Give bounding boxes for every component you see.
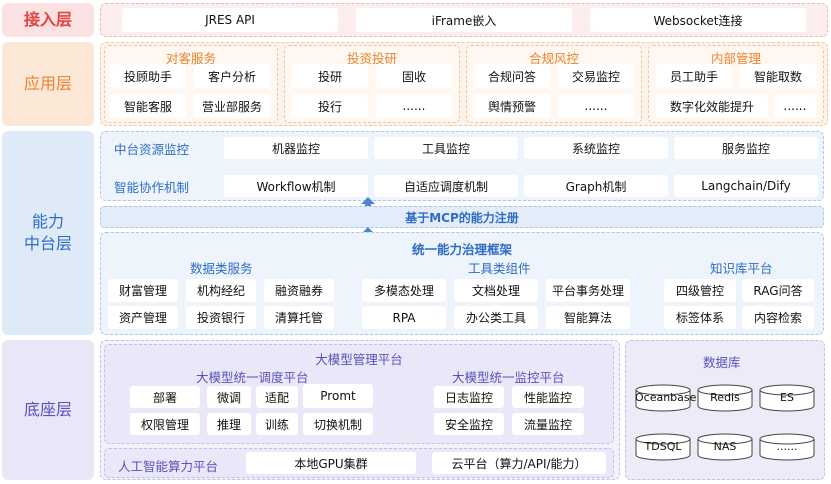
data-service-item: 融资融券 bbox=[264, 279, 334, 302]
knowledge-item: 标签体系 bbox=[664, 306, 736, 329]
monitoring-item: 日志监控 bbox=[434, 386, 504, 408]
monitoring-item: 流量监控 bbox=[512, 413, 584, 435]
monitor-item: 工具监控 bbox=[374, 137, 518, 159]
collab-item: Graph机制 bbox=[524, 175, 668, 197]
app-item: 固收 bbox=[376, 64, 452, 88]
app-item: ...... bbox=[774, 94, 816, 118]
up-arrow-icon bbox=[361, 197, 375, 211]
database-item: NAS bbox=[713, 440, 737, 453]
app-item: 营业部服务 bbox=[194, 94, 270, 118]
tool-component-item: 平台事务处理 bbox=[546, 279, 630, 302]
monitor-title: 中台资源监控 bbox=[114, 142, 190, 157]
app-group-title: 内部管理 bbox=[710, 51, 761, 66]
app-group-title: 投资投研 bbox=[346, 51, 397, 66]
scheduling-item: 微调 bbox=[207, 386, 251, 408]
monitor-item: 系统监控 bbox=[524, 137, 668, 159]
scheduling-item: 权限管理 bbox=[130, 413, 200, 435]
app-item: 员工助手 bbox=[656, 64, 732, 88]
scheduling-item: 适配 bbox=[256, 386, 298, 408]
database-item: ES bbox=[780, 391, 794, 404]
collab-item: Langchain/Dify bbox=[674, 175, 818, 197]
access-item-iframe: iFrame嵌入 bbox=[356, 8, 572, 32]
app-item: ...... bbox=[558, 94, 634, 118]
scheduling-item: 部署 bbox=[130, 386, 200, 408]
access-item-jres-api: JRES API bbox=[122, 8, 338, 32]
monitor-item: 机器监控 bbox=[224, 137, 368, 159]
data-services-title: 数据类服务 bbox=[190, 261, 253, 276]
app-item: ...... bbox=[376, 94, 452, 118]
app-item: 投顾助手 bbox=[110, 64, 186, 88]
database-cylinder: Oceanbase bbox=[635, 384, 697, 412]
database-item: Redis bbox=[710, 391, 740, 404]
app-item: 数字化效能提升 bbox=[656, 94, 768, 118]
app-item: 智能客服 bbox=[110, 94, 186, 118]
data-service-item: 投资银行 bbox=[186, 306, 256, 329]
scheduling-item: 切换机制 bbox=[303, 413, 373, 435]
scheduling-title: 大模型统一调度平台 bbox=[196, 370, 309, 385]
tool-components-title: 工具类组件 bbox=[468, 261, 531, 276]
app-item: 客户分析 bbox=[194, 64, 270, 88]
app-item: 舆情预警 bbox=[474, 94, 550, 118]
scheduling-item: Promt bbox=[303, 384, 373, 408]
collab-title: 智能协作机制 bbox=[114, 180, 190, 195]
monitor-item: 服务监控 bbox=[674, 137, 818, 159]
mcp-registration-label: 基于MCP的能力注册 bbox=[405, 210, 519, 225]
collab-item: 自适应调度机制 bbox=[374, 175, 518, 197]
app-group-title: 对客服务 bbox=[165, 51, 216, 66]
collab-item: Workflow机制 bbox=[224, 175, 368, 197]
tool-component-item: 办公类工具 bbox=[454, 306, 538, 329]
compute-title: 人工智能算力平台 bbox=[118, 459, 219, 474]
scheduling-item: 推理 bbox=[207, 413, 251, 435]
knowledge-title: 知识库平台 bbox=[710, 261, 773, 276]
knowledge-item: 内容检索 bbox=[742, 306, 814, 329]
scheduling-item: 训练 bbox=[256, 413, 298, 435]
data-service-item: 清算托管 bbox=[264, 306, 334, 329]
mcp-registration-bar: 基于MCP的能力注册 bbox=[100, 206, 824, 228]
database-item: ...... bbox=[776, 440, 798, 453]
access-item-websocket: Websocket连接 bbox=[590, 8, 806, 32]
app-item: 智能取数 bbox=[740, 64, 816, 88]
layer-label-base: 底座层 bbox=[2, 340, 94, 480]
database-item: TDSQL bbox=[644, 440, 682, 453]
database-title: 数据库 bbox=[703, 355, 741, 370]
tool-component-item: 多模态处理 bbox=[362, 279, 446, 302]
database-cylinder: ES bbox=[759, 384, 815, 412]
governance-title: 统一能力治理框架 bbox=[411, 242, 512, 257]
app-item: 合规问答 bbox=[474, 64, 550, 88]
tool-component-item: 文档处理 bbox=[454, 279, 538, 302]
tool-component-item: 智能算法 bbox=[546, 306, 630, 329]
tool-component-item: RPA bbox=[362, 306, 446, 329]
database-cylinder: Redis bbox=[697, 384, 753, 412]
data-service-item: 财富管理 bbox=[108, 279, 178, 302]
monitoring-item: 安全监控 bbox=[434, 413, 504, 435]
app-item: 交易监控 bbox=[558, 64, 634, 88]
data-service-item: 机构经纪 bbox=[186, 279, 256, 302]
knowledge-item: 四级管控 bbox=[664, 279, 736, 302]
app-item: 投行 bbox=[292, 94, 368, 118]
app-group-title: 合规风控 bbox=[528, 51, 579, 66]
monitoring-title: 大模型统一监控平台 bbox=[452, 370, 565, 385]
database-cylinder: ...... bbox=[759, 433, 815, 461]
data-service-item: 资产管理 bbox=[108, 306, 178, 329]
compute-item: 本地GPU集群 bbox=[246, 452, 416, 474]
database-cylinder: NAS bbox=[697, 433, 753, 461]
layer-label-access: 接入层 bbox=[2, 3, 94, 37]
monitoring-item: 性能监控 bbox=[512, 386, 584, 408]
database-item: Oceanbase bbox=[635, 391, 697, 404]
database-cylinder: TDSQL bbox=[635, 433, 691, 461]
compute-item: 云平台（算力/API/能力） bbox=[432, 452, 606, 474]
model-platform-title: 大模型管理平台 bbox=[315, 352, 403, 367]
knowledge-item: RAG问答 bbox=[742, 279, 814, 302]
layer-label-application: 应用层 bbox=[2, 42, 94, 126]
app-item: 投研 bbox=[292, 64, 368, 88]
layer-label-capability: 能力 中台层 bbox=[2, 131, 94, 335]
